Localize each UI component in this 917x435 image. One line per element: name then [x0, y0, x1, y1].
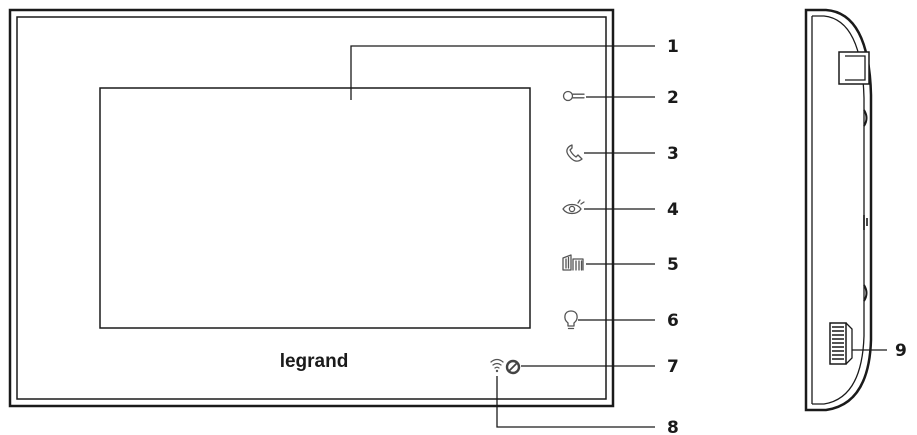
- monitor-side-view: [804, 8, 873, 412]
- lightbulb-icon[interactable]: [564, 310, 578, 330]
- power-icon[interactable]: [505, 359, 521, 375]
- side-groove-top: [863, 109, 868, 127]
- eye-icon[interactable]: [562, 199, 585, 215]
- display-screen: [99, 87, 531, 329]
- monitor-front-view: legrand: [8, 8, 615, 408]
- side-groove-mid: [863, 215, 868, 230]
- brand-logo: legrand: [280, 351, 349, 372]
- callout-number: 6: [667, 311, 679, 331]
- callout-number: 4: [667, 200, 679, 220]
- callout-lines: [350, 45, 887, 428]
- wifi-icon: [490, 358, 504, 373]
- monitor-inner-frame: [16, 16, 607, 400]
- callout-number: 3: [667, 144, 679, 164]
- callout-number: 9: [895, 341, 907, 361]
- callout-labels: 1 2 3 4 5 6 7 8 9: [667, 37, 907, 435]
- side-bracket: [838, 51, 870, 85]
- key-icon[interactable]: [562, 90, 585, 102]
- callout-line-1: [350, 45, 655, 100]
- callout-number: 7: [667, 357, 679, 377]
- callout-number: 8: [667, 418, 679, 435]
- callout-number: 1: [667, 37, 679, 57]
- volume-wheel[interactable]: [829, 322, 853, 365]
- side-body-outline: [804, 8, 873, 412]
- side-groove-low: [863, 284, 868, 302]
- callout-number: 2: [667, 88, 679, 108]
- callout-number: 5: [667, 255, 679, 275]
- callout-line-8: [496, 376, 655, 428]
- phone-handset-icon[interactable]: [566, 144, 583, 162]
- door-icon[interactable]: [562, 254, 584, 271]
